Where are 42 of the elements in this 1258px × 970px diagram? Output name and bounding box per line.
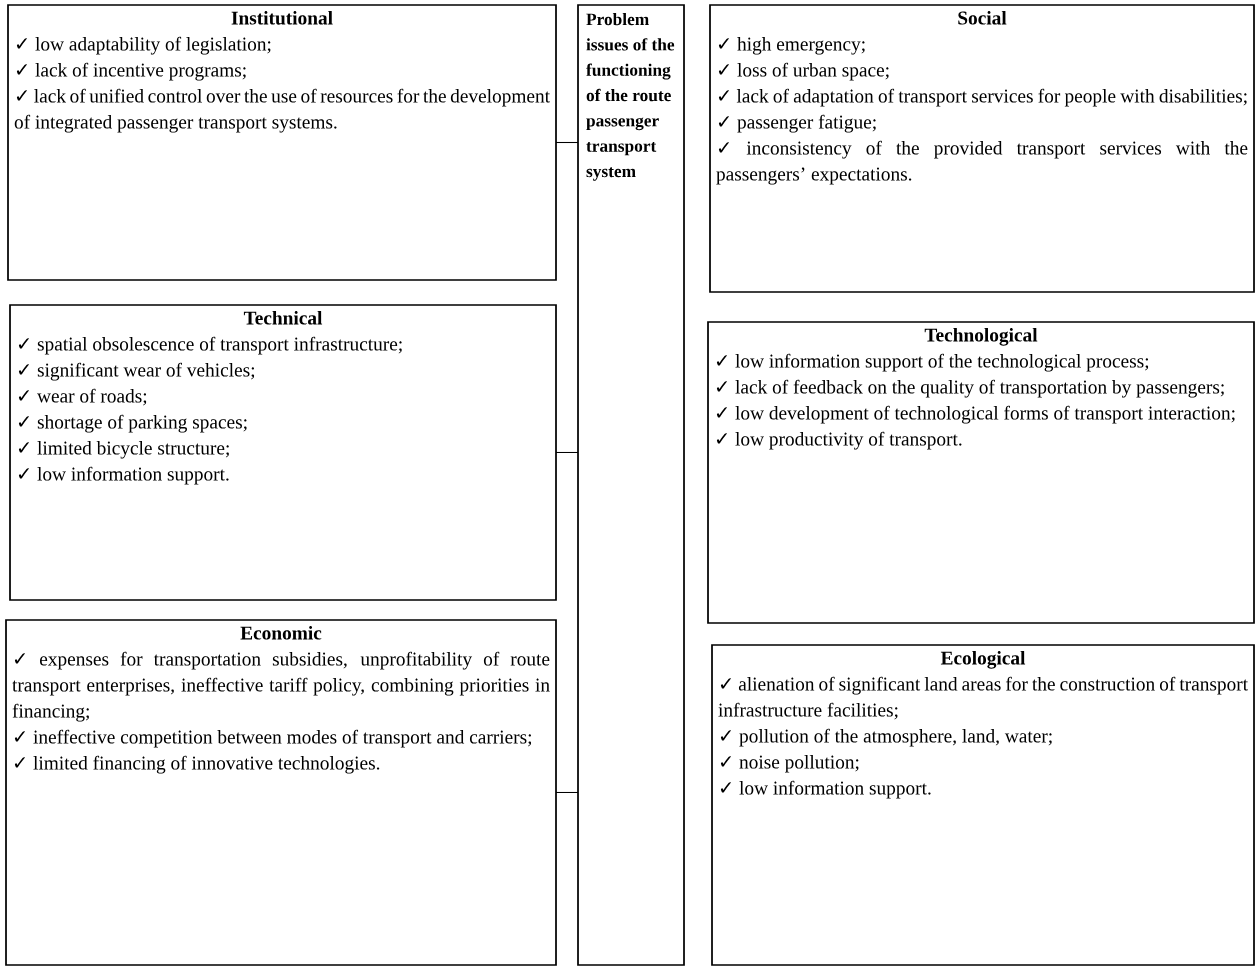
box-heading: Technological — [924, 328, 1038, 346]
checklist-item: ✓ low information support. — [18, 466, 229, 485]
connector-line — [555, 451, 579, 454]
category-box — [707, 321, 1255, 624]
checklist-item: ✓ lack of unified control over the use of resources for the development of integrated passenger transport systems. — [14, 88, 550, 133]
checklist-item: ✓ low information support of the technological process; — [716, 353, 1149, 372]
category-box — [709, 4, 1255, 293]
checklist-item: ✓ noise pollution; — [720, 755, 859, 773]
box-heading: Ecological — [940, 651, 1026, 669]
category-box — [7, 4, 557, 281]
title-column-box — [577, 4, 685, 966]
checklist-item: ✓ expenses for transportation subsidies, unprofitability of route transport enterprises, ineffective tariff policy, combining priorities in financing; — [12, 651, 550, 722]
checklist-item: ✓ loss of urban space; — [718, 62, 889, 81]
checklist-item: ✓ significant wear of vehicles; — [18, 362, 255, 381]
checklist-item: ✓ spatial obsolescence of transport infrastructure; — [18, 336, 402, 355]
checklist-item: ✓ ineffective competition between modes of transport and carriers; — [14, 729, 532, 748]
checklist-item: ✓ low information support. — [720, 780, 931, 799]
checklist-item: ✓ passenger fatigue; — [718, 114, 876, 133]
checklist-item: ✓ shortage of parking spaces; — [18, 414, 247, 433]
category-box — [9, 304, 557, 601]
vertical-title: Problem issues of the functioning of the route passenger transport system — [586, 13, 675, 181]
box-heading: Technical — [243, 311, 323, 325]
checklist-item: ✓ pollution of the atmosphere, land, water; — [720, 728, 1052, 747]
checklist-item: ✓ alienation of significant land areas for the construction of transport infrastructure facilities; — [718, 676, 1248, 720]
checklist-item: ✓ inconsistency of the provided transport services with the passengers’ expectations. — [716, 140, 1248, 185]
checklist-item: ✓ low development of technological forms of transport interaction; — [716, 405, 1235, 424]
checklist-item: ✓ low productivity of transport. — [716, 431, 962, 450]
box-heading: Institutional — [231, 11, 333, 25]
checklist-item: ✓ wear of roads; — [18, 388, 147, 406]
connector-line — [555, 141, 579, 144]
checklist-item: ✓ lack of incentive programs; — [16, 62, 246, 81]
category-box — [711, 644, 1255, 966]
checklist-item: ✓ lack of adaptation of transport services for people with disabilities; — [718, 88, 1247, 107]
checklist-item: ✓ lack of feedback on the quality of transportation by passengers; — [716, 379, 1224, 398]
box-heading: Social — [958, 11, 1007, 25]
category-box — [5, 619, 557, 966]
checklist-item: ✓ low adaptability of legislation; — [16, 36, 271, 55]
connector-line — [555, 791, 579, 794]
box-heading: Economic — [240, 626, 322, 640]
checklist-item: ✓ high emergency; — [718, 37, 865, 55]
checklist-item: ✓ limited financing of innovative technologies. — [14, 755, 380, 774]
checklist-item: ✓ limited bicycle structure; — [18, 441, 229, 459]
